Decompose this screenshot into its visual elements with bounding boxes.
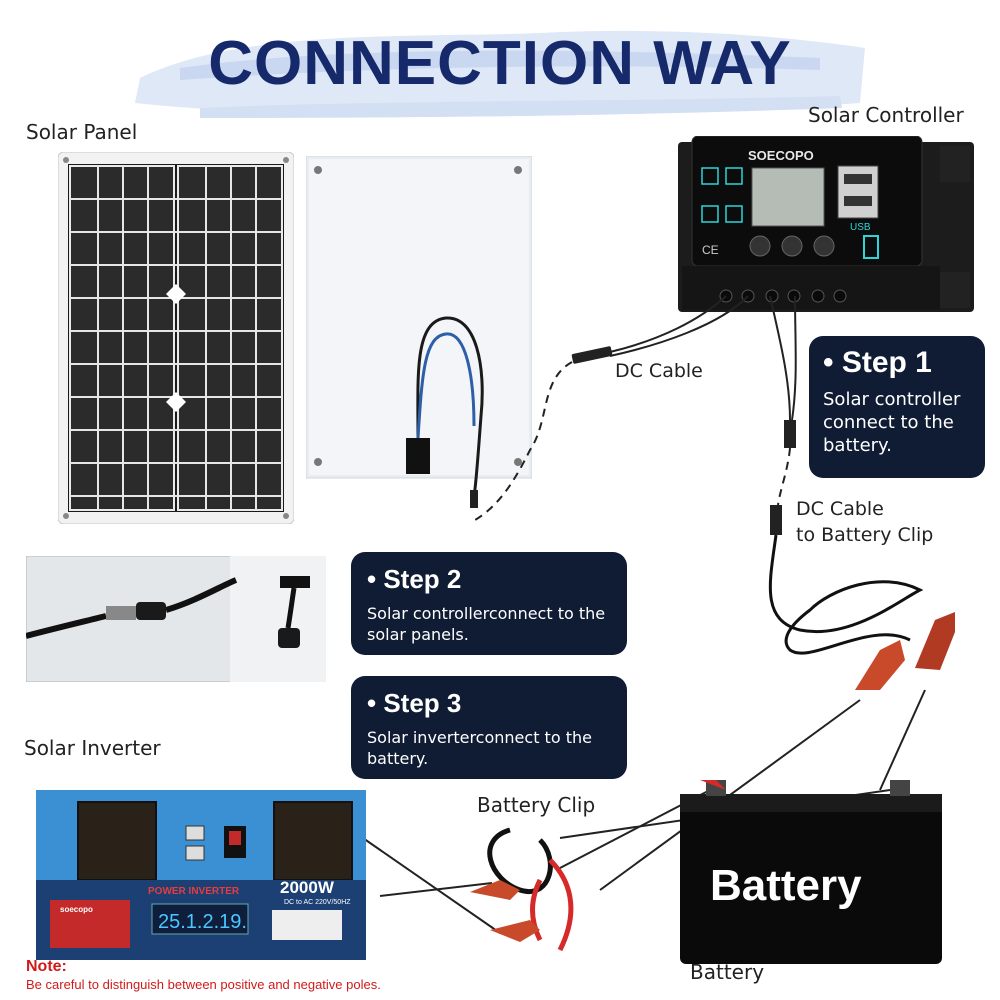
inverter-power-text: 2000W [280, 878, 335, 897]
solar-inverter-label: Solar Inverter [24, 736, 161, 760]
dc-cable-battery-label-line2: to Battery Clip [796, 524, 934, 546]
battery-clip-image [470, 827, 574, 952]
inverter-display-text: 25.1.2.19. [158, 911, 247, 933]
title-brush-background [135, 30, 865, 118]
step-3-text-line2: battery. [367, 749, 429, 768]
note-heading: Note: [26, 958, 67, 975]
controller-brand-text: SOECOPO [748, 148, 814, 163]
controller-usb-text: USB [850, 222, 871, 233]
step-3-box: • Step 3 Solar inverterconnect to the ba… [351, 676, 627, 779]
dc-cable-battery-label-line1: DC Cable [796, 498, 884, 520]
step-2-title: • Step 2 [367, 564, 462, 594]
step-1-text-line2: connect to the [823, 412, 954, 433]
battery-text: Battery [710, 861, 862, 910]
inverter-header-text: POWER INVERTER [148, 886, 240, 897]
inverter-brand-text: soecopo [60, 905, 93, 914]
solar-panel-label: Solar Panel [26, 120, 138, 144]
step-2-text-line1: Solar controllerconnect to the [367, 604, 606, 623]
step-1-title: • Step 1 [823, 346, 932, 379]
step-1-box: • Step 1 Solar controller connect to the… [809, 336, 985, 478]
solar-controller-image: SOECOPO USB CE [678, 136, 974, 312]
inverter-spec-text: DC to AC 220V/50HZ [284, 899, 351, 906]
svg-text:CE: CE [702, 243, 719, 257]
note-text: Be careful to distinguish between positi… [26, 977, 381, 992]
solar-controller-label: Solar Controller [808, 103, 964, 127]
solar-panel-front-image [58, 152, 294, 524]
step-2-box: • Step 2 Solar controllerconnect to the … [351, 552, 627, 655]
step-3-text-line1: Solar inverterconnect to the [367, 728, 592, 747]
battery-image: Battery [680, 780, 942, 964]
step-1-text-line3: battery. [823, 435, 892, 456]
step-2-text-line2: solar panels. [367, 625, 469, 644]
solar-inverter-image: POWER INVERTER 2000W DC to AC 220V/50HZ … [36, 790, 366, 960]
dc-connector-photo [26, 556, 326, 682]
dc-cable-label: DC Cable [615, 360, 703, 382]
battery-clip-label: Battery Clip [477, 793, 596, 817]
page-title: CONNECTION WAY [208, 29, 792, 98]
step-3-title: • Step 3 [367, 688, 462, 718]
solar-panel-back-image [306, 156, 532, 508]
step-1-text-line1: Solar controller [823, 389, 961, 410]
